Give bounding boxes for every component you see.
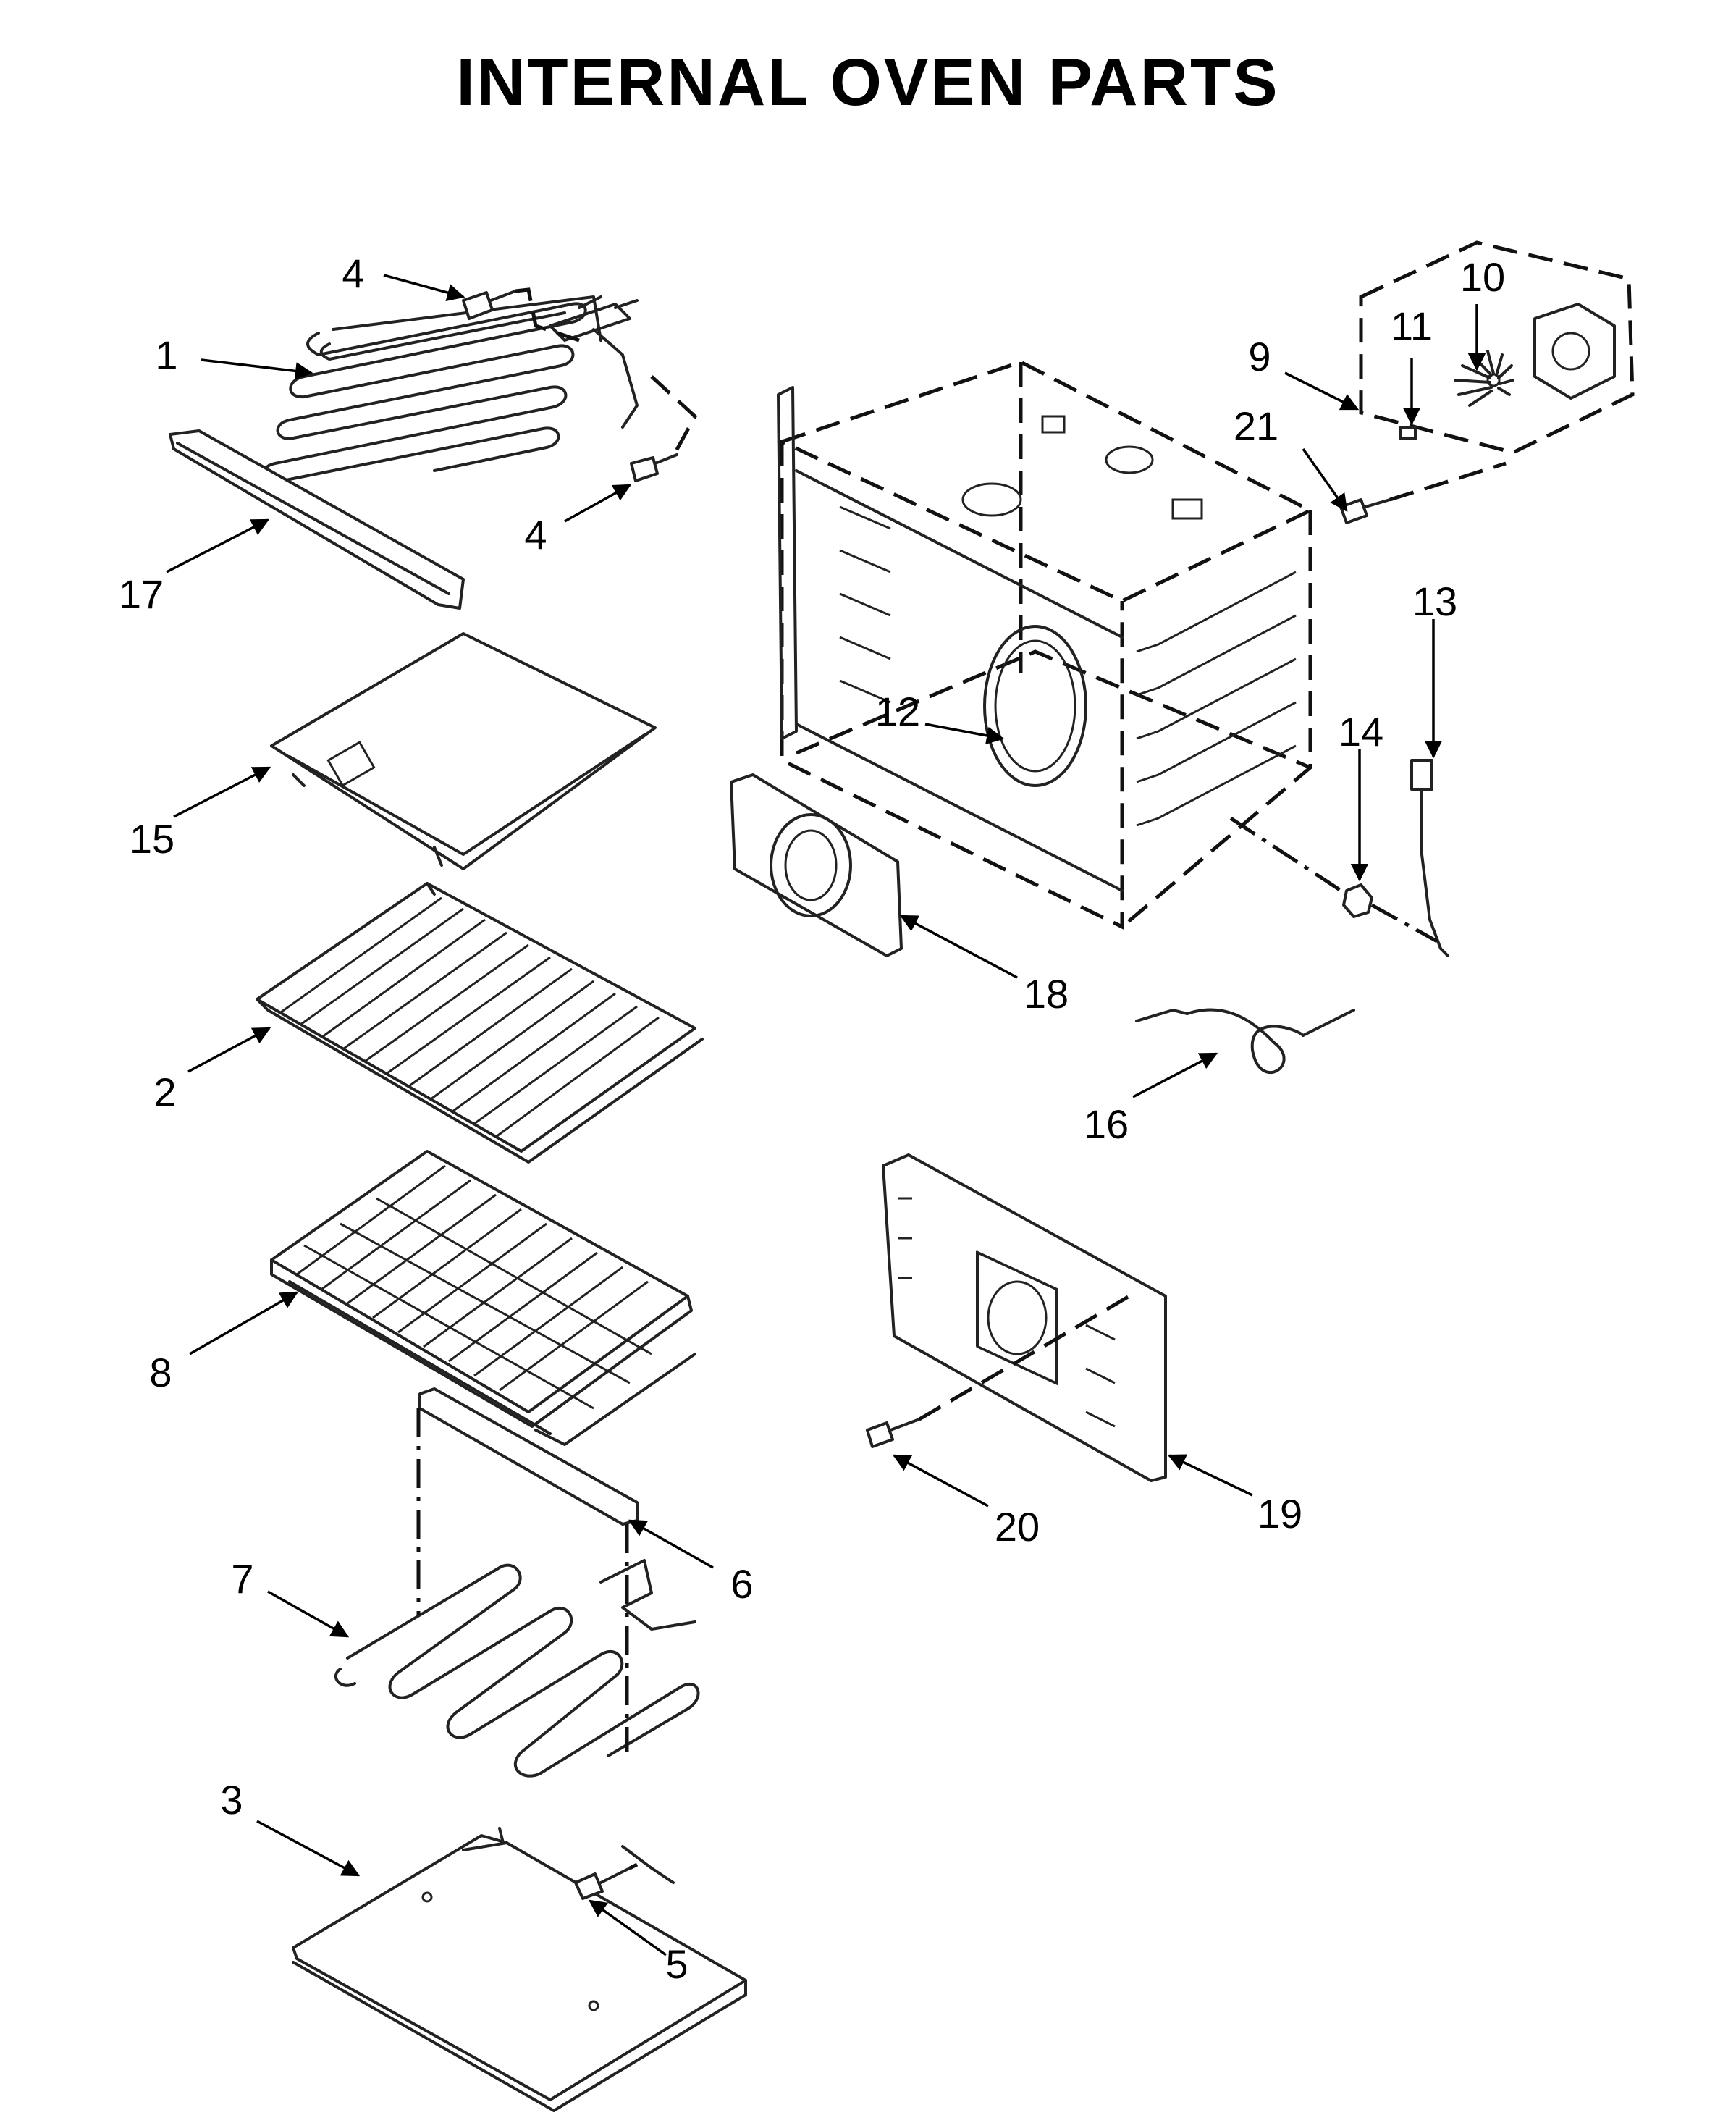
callout-17: 17 (119, 571, 164, 617)
convection-fan-blade-part-10[interactable] (1454, 350, 1514, 407)
screw-part-4-bottom[interactable] (630, 453, 678, 482)
rear-panel-part-19[interactable] (882, 1153, 1167, 1482)
bottom-pan-alignment-line (628, 1862, 639, 1870)
convection-motor-part-10[interactable] (1533, 303, 1616, 400)
callout-8: 8 (149, 1350, 172, 1395)
screw-part-20[interactable] (866, 1418, 921, 1448)
fan-alignment-line (1389, 461, 1507, 502)
callout-14: 14 (1339, 709, 1383, 754)
fan-nut-part-11[interactable] (1399, 426, 1417, 440)
meat-probe-part-16[interactable] (1135, 1008, 1355, 1075)
callout-2: 2 (153, 1069, 176, 1115)
callout-1: 1 (155, 332, 177, 378)
sensor-alignment-line (1229, 816, 1438, 943)
callout-10: 10 (1460, 254, 1505, 300)
callout-12: 12 (875, 689, 920, 734)
nut-part-14[interactable] (1342, 883, 1373, 918)
callout-5: 5 (665, 1941, 688, 1987)
callout-16: 16 (1084, 1101, 1129, 1147)
vent-trim-part-6[interactable] (418, 1387, 639, 1526)
trim-strip-part-17[interactable] (169, 429, 465, 610)
broil-element-part-1[interactable] (261, 295, 639, 484)
callout-9: 9 (1248, 334, 1271, 379)
callout-20: 20 (995, 1504, 1040, 1550)
leader-lines (166, 274, 1486, 1956)
callout-4-bottom: 4 (524, 512, 547, 558)
bake-element-alignment-line (416, 1408, 629, 1752)
temperature-sensor-part-13[interactable] (1410, 759, 1449, 957)
callout-11: 11 (1391, 303, 1433, 349)
callout-6: 6 (730, 1561, 753, 1607)
screw-part-21[interactable] (1339, 498, 1391, 524)
callout-19: 19 (1257, 1491, 1302, 1536)
callout-4-top: 4 (342, 251, 364, 296)
callout-7: 7 (231, 1556, 253, 1602)
page-title: INTERNAL OVEN PARTS (456, 46, 1280, 119)
oven-rack-part-2[interactable] (256, 882, 704, 1164)
callout-21: 21 (1234, 403, 1278, 449)
rear-panel-alignment-line (918, 1294, 1131, 1421)
broil-element-alignment-line (515, 287, 698, 458)
callout-3: 3 (220, 1777, 243, 1823)
convection-fan-boundary (1359, 240, 1635, 455)
fan-shroud-part-18[interactable] (730, 773, 903, 957)
callout-15: 15 (130, 816, 174, 862)
oven-cavity[interactable] (777, 360, 1315, 930)
roll-out-rack-part-8[interactable] (270, 1150, 696, 1446)
callout-13: 13 (1412, 579, 1457, 624)
bottom-pan-part-3[interactable] (292, 1827, 747, 2112)
oven-bottom-panel-part-15[interactable] (270, 632, 657, 870)
bake-element-part-7[interactable] (334, 1559, 700, 1778)
screw-part-5[interactable] (574, 1867, 631, 1900)
screw-part-4-top[interactable] (462, 290, 517, 320)
callout-18: 18 (1024, 971, 1069, 1017)
